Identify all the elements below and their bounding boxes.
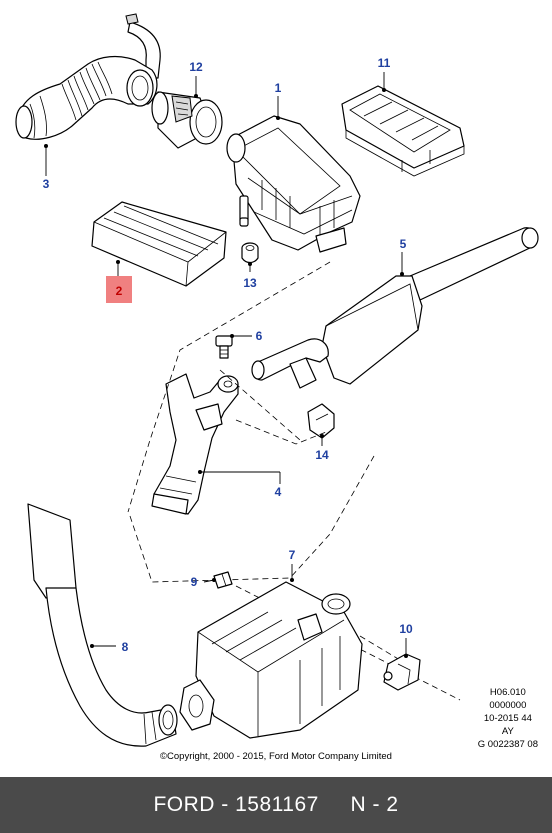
callout-2-highlight	[106, 276, 132, 303]
part-6-bolt	[215, 335, 233, 359]
callout-10[interactable]: 10	[399, 622, 413, 636]
callout-12[interactable]: 12	[189, 60, 203, 74]
ref-line-2: 0000000	[489, 700, 527, 711]
footer-position: N - 2	[350, 793, 399, 816]
part-9-grommet	[213, 571, 233, 589]
callout-8[interactable]: 8	[122, 640, 129, 654]
ref-line-1: H06.010	[489, 687, 526, 698]
callout-9[interactable]: 9	[191, 575, 198, 589]
callout-labels: 1 2 3 4 5 6 7 8 9 10 11 12 13 14	[43, 56, 413, 654]
part-7-resonator-housing	[179, 581, 363, 739]
part-1-air-cleaner-housing	[226, 115, 361, 253]
callout-11[interactable]: 11	[378, 56, 391, 70]
part-10-clamp	[383, 653, 421, 691]
part-2-air-filter-element	[91, 201, 227, 287]
part-11-mounting-bracket	[341, 85, 465, 177]
callout-5[interactable]: 5	[400, 237, 407, 251]
callout-4[interactable]: 4	[275, 485, 282, 499]
part-14-clip	[307, 403, 335, 439]
callout-14[interactable]: 14	[315, 448, 329, 462]
part-5-resonator	[251, 227, 539, 389]
part-8-intake-tube	[27, 503, 178, 747]
ref-line-4: AY	[501, 726, 514, 737]
callout-13[interactable]: 13	[243, 276, 257, 290]
copyright-notice: ©Copyright, 2000 - 2015, Ford Motor Comp…	[160, 751, 392, 762]
callout-2[interactable]: 2	[116, 284, 123, 298]
callout-6[interactable]: 6	[256, 329, 263, 343]
ref-line-5: G 0022387 08	[477, 739, 538, 750]
part-4-air-duct	[151, 373, 239, 515]
callout-3[interactable]: 3	[43, 177, 50, 191]
callout-7[interactable]: 7	[289, 548, 296, 562]
footer-brand: FORD	[153, 793, 215, 816]
ref-line-3: 10-2015 44	[483, 713, 532, 724]
parts-diagram: 1 2 3 4 5 6 7 8 9 10 11 12 13 14	[15, 13, 539, 747]
footer-part-number: 1581167	[235, 793, 319, 816]
drawing-reference: H06.010 0000000 10-2015 44 AY G 0022387 …	[478, 686, 538, 751]
part-13-grommet	[241, 242, 259, 264]
footer-bar: FORD - 1581167 N - 2	[0, 777, 552, 833]
footer-separator: -	[214, 793, 236, 816]
callout-1[interactable]: 1	[275, 81, 282, 95]
leader-lines	[44, 72, 408, 658]
part-3-intake-hose	[15, 13, 161, 140]
part-12-maf-sensor	[151, 91, 223, 149]
footer-gap	[319, 793, 351, 817]
